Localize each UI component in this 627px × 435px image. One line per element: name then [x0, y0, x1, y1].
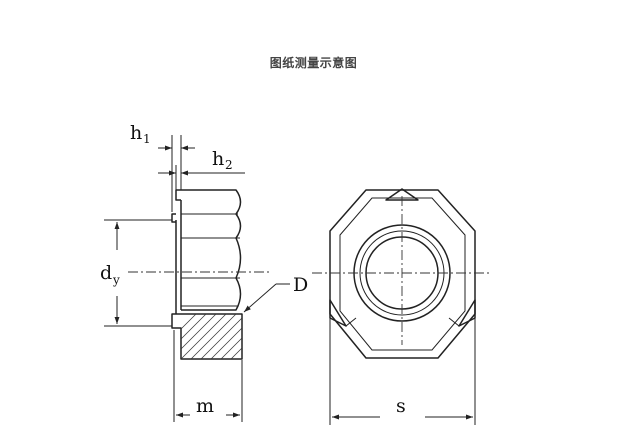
label-m: m [196, 395, 214, 417]
top-step [171, 213, 176, 223]
hex-outline [329, 189, 476, 359]
side-view [104, 135, 290, 422]
label-D: D [293, 274, 308, 296]
nut-body-outline [181, 189, 242, 311]
hex-chamfer [339, 197, 466, 351]
corner-tab-bottom-left [329, 299, 347, 327]
weld-projection [171, 313, 243, 360]
top-slot [175, 189, 181, 201]
label-dy-sub: y [112, 273, 120, 287]
corner-tab-bottom-right [458, 299, 476, 327]
front-view [312, 188, 492, 425]
label-s: s [396, 395, 406, 417]
weld-hatching [181, 314, 242, 359]
label-h1: h [130, 122, 142, 144]
page-title: 图纸测量示意图 [269, 56, 358, 70]
label-dy: d [100, 262, 112, 284]
label-h2: h [212, 148, 224, 170]
label-h1-sub: 1 [143, 132, 151, 146]
label-h2-sub: 2 [225, 158, 233, 172]
